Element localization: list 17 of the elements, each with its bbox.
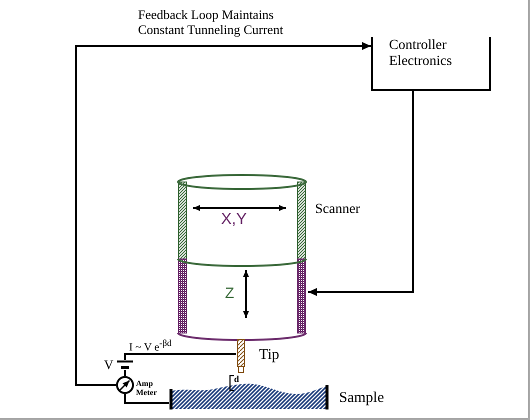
axis-label: Z: [225, 285, 234, 302]
wire: [124, 370, 126, 376]
feedback-arrow: [75, 42, 371, 386]
controller-box: [371, 37, 491, 91]
gap-label: d: [234, 374, 240, 384]
meter-label: Amp Meter: [136, 379, 158, 398]
formula-label: I ~ V e$^{-βd}$: [129, 338, 172, 354]
tip-label: Tip: [259, 347, 280, 364]
wire: [124, 394, 169, 404]
controller-label: Controller Electronics: [389, 38, 453, 70]
voltage-label: V: [104, 358, 114, 373]
scanner-label: Scanner: [315, 202, 360, 218]
wire: [124, 353, 236, 360]
control-arrow: [308, 91, 414, 296]
sample-label: Sample: [339, 390, 384, 408]
axis-label: X,Y: [221, 211, 247, 230]
edge-label: Feedback Loop Maintains Constant Tunneling Current: [138, 8, 284, 38]
